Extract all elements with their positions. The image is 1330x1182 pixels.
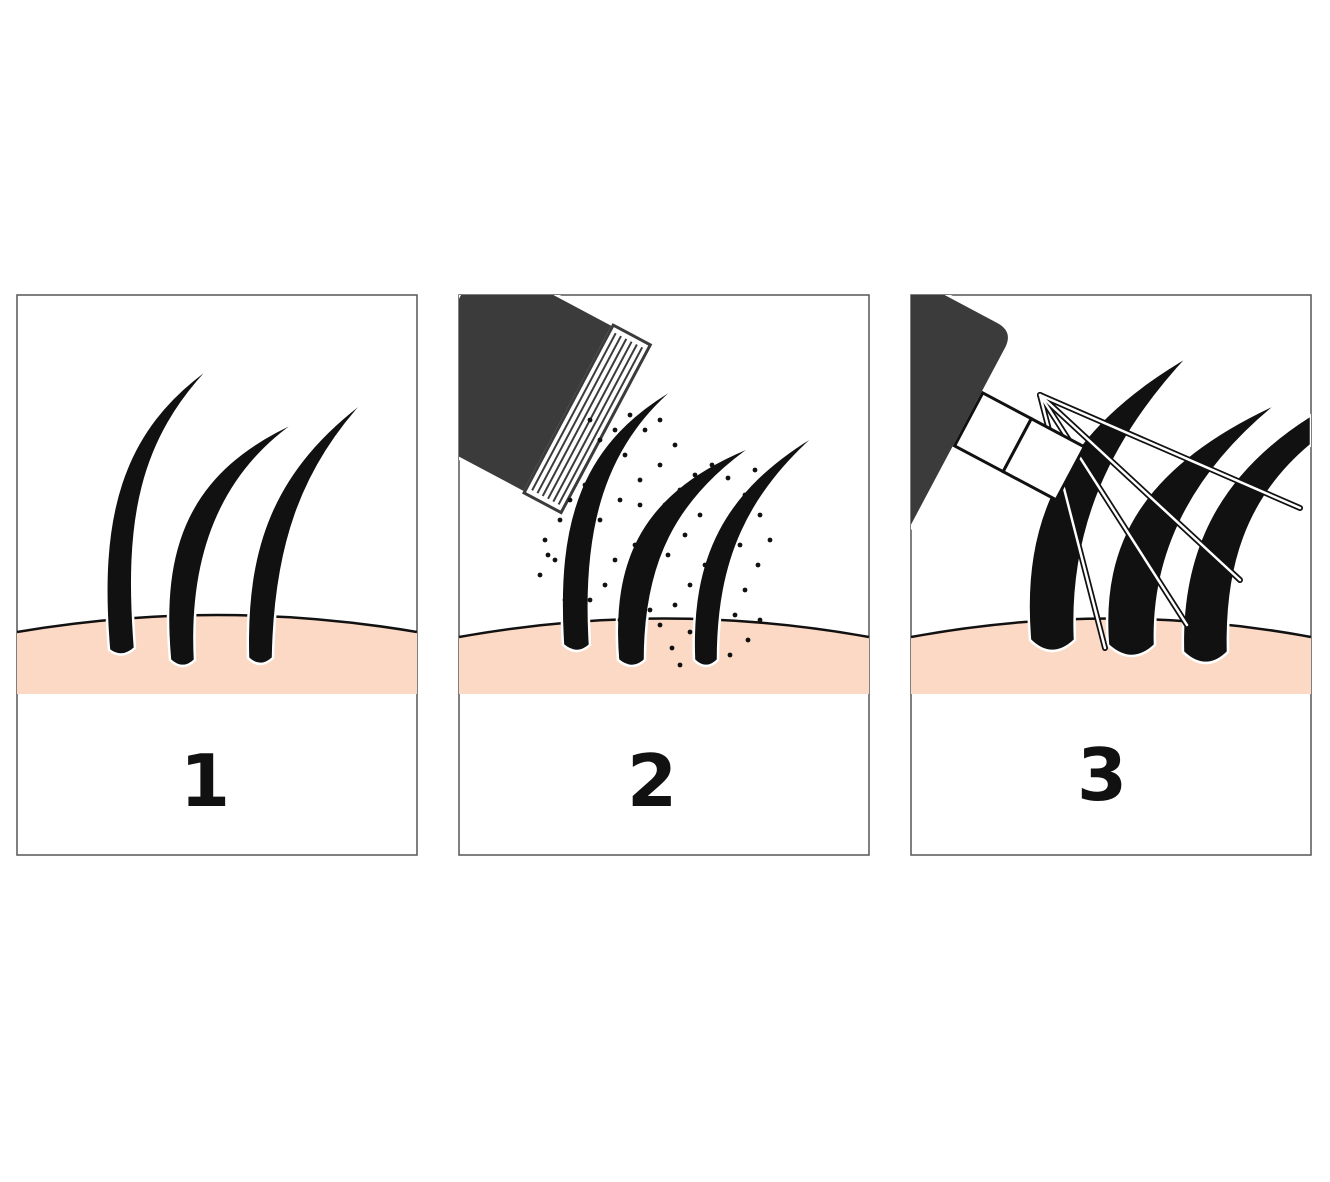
spray-bottle-icon	[911, 295, 1087, 539]
panel-2-number: 2	[627, 739, 677, 823]
scalp-icon	[17, 613, 417, 694]
fiber-shaker-bottle-icon	[459, 295, 653, 515]
hair-fiber-particles-icon	[537, 412, 773, 668]
panel-3-number: 3	[1077, 733, 1127, 817]
thin-hair-icon	[560, 383, 822, 668]
panel-3: 3	[910, 294, 1312, 856]
scalp-icon	[459, 617, 869, 694]
panel-1: 1	[16, 294, 418, 856]
thin-hair-icon	[105, 363, 370, 668]
panel-1-number: 1	[180, 739, 230, 823]
panel-2: 2	[458, 294, 870, 856]
